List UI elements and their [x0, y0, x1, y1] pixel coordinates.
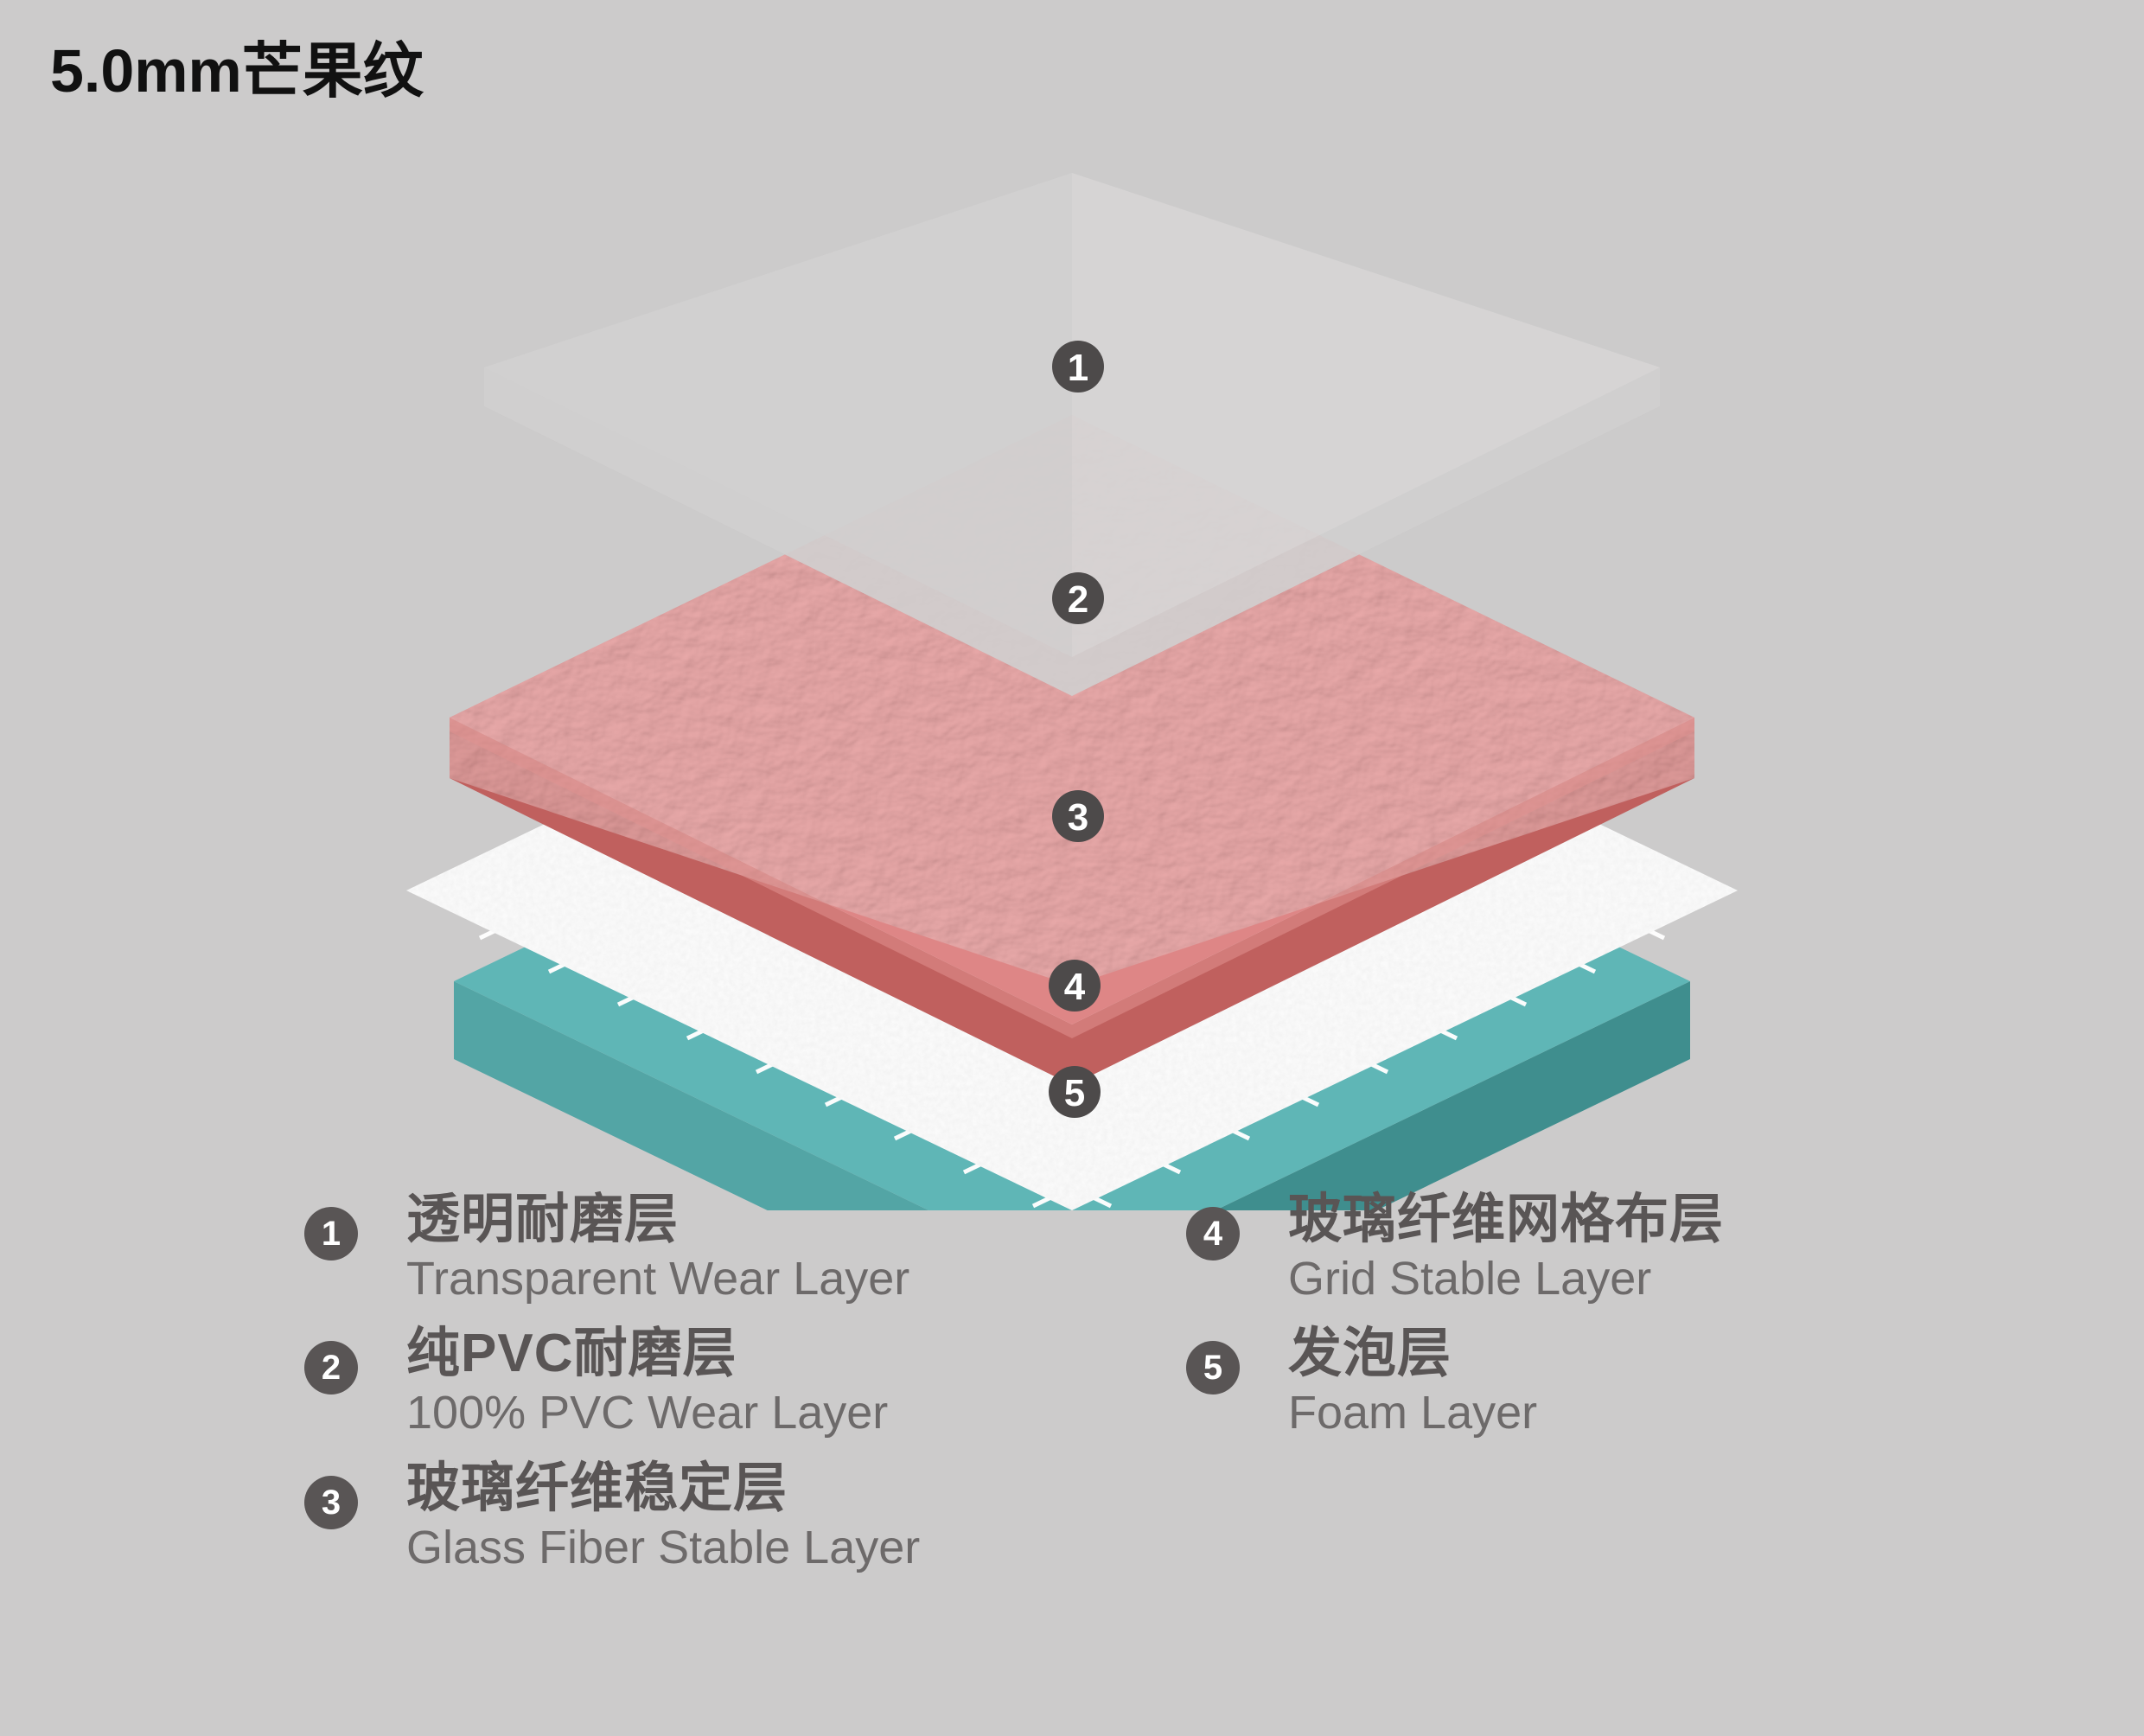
svg-text:5: 5: [1064, 1072, 1085, 1114]
legend-label-en-3: Glass Fiber Stable Layer: [406, 1521, 921, 1573]
badge-5: 5: [1049, 1066, 1101, 1118]
legend-column-right: 4 玻璃纤维网格布层 Grid Stable Layer 5 发泡层 Foam …: [1186, 1190, 2051, 1460]
layer-stack-diagram: 1 2 3 4 5: [406, 173, 1738, 1210]
legend-label-zh-4: 玻璃纤维网格布层: [1288, 1190, 1725, 1249]
legend-badge-4: 4: [1186, 1207, 1240, 1261]
badge-2: 2: [1052, 572, 1104, 624]
legend-label-en-1: Transparent Wear Layer: [406, 1252, 910, 1305]
badge-3: 3: [1052, 790, 1104, 842]
legend-item-5[interactable]: 5 发泡层 Foam Layer: [1186, 1324, 2051, 1439]
legend: 1 透明耐磨层 Transparent Wear Layer 2 纯PVC耐磨层…: [0, 1190, 2144, 1736]
svg-text:2: 2: [1068, 578, 1088, 621]
legend-label-zh-5: 发泡层: [1288, 1324, 1452, 1384]
badge-4: 4: [1049, 960, 1101, 1012]
svg-text:1: 1: [1068, 347, 1088, 389]
legend-item-3[interactable]: 3 玻璃纤维稳定层 Glass Fiber Stable Layer: [304, 1458, 1169, 1573]
legend-column-left: 1 透明耐磨层 Transparent Wear Layer 2 纯PVC耐磨层…: [304, 1190, 1169, 1594]
legend-badge-1: 1: [304, 1207, 358, 1261]
badge-1: 1: [1052, 341, 1104, 393]
svg-text:4: 4: [1064, 966, 1086, 1008]
legend-item-4[interactable]: 4 玻璃纤维网格布层 Grid Stable Layer: [1186, 1190, 2051, 1305]
legend-item-1[interactable]: 1 透明耐磨层 Transparent Wear Layer: [304, 1190, 1169, 1305]
legend-label-en-2: 100% PVC Wear Layer: [406, 1387, 889, 1439]
legend-badge-2: 2: [304, 1341, 358, 1395]
legend-label-en-4: Grid Stable Layer: [1288, 1252, 1652, 1305]
legend-label-zh-1: 透明耐磨层: [406, 1190, 680, 1249]
legend-badge-5: 5: [1186, 1341, 1240, 1395]
legend-label-zh-3: 玻璃纤维稳定层: [406, 1458, 788, 1518]
svg-text:3: 3: [1068, 796, 1088, 839]
diagram-badges: 1 2 3 4 5: [1049, 341, 1104, 1118]
page-title: 5.0mm芒果纹: [50, 37, 424, 105]
legend-item-2[interactable]: 2 纯PVC耐磨层 100% PVC Wear Layer: [304, 1324, 1169, 1439]
transparent-wear-layer: [484, 173, 1660, 696]
legend-badge-3: 3: [304, 1475, 358, 1529]
legend-label-en-5: Foam Layer: [1288, 1387, 1538, 1439]
legend-label-zh-2: 纯PVC耐磨层: [406, 1324, 737, 1384]
